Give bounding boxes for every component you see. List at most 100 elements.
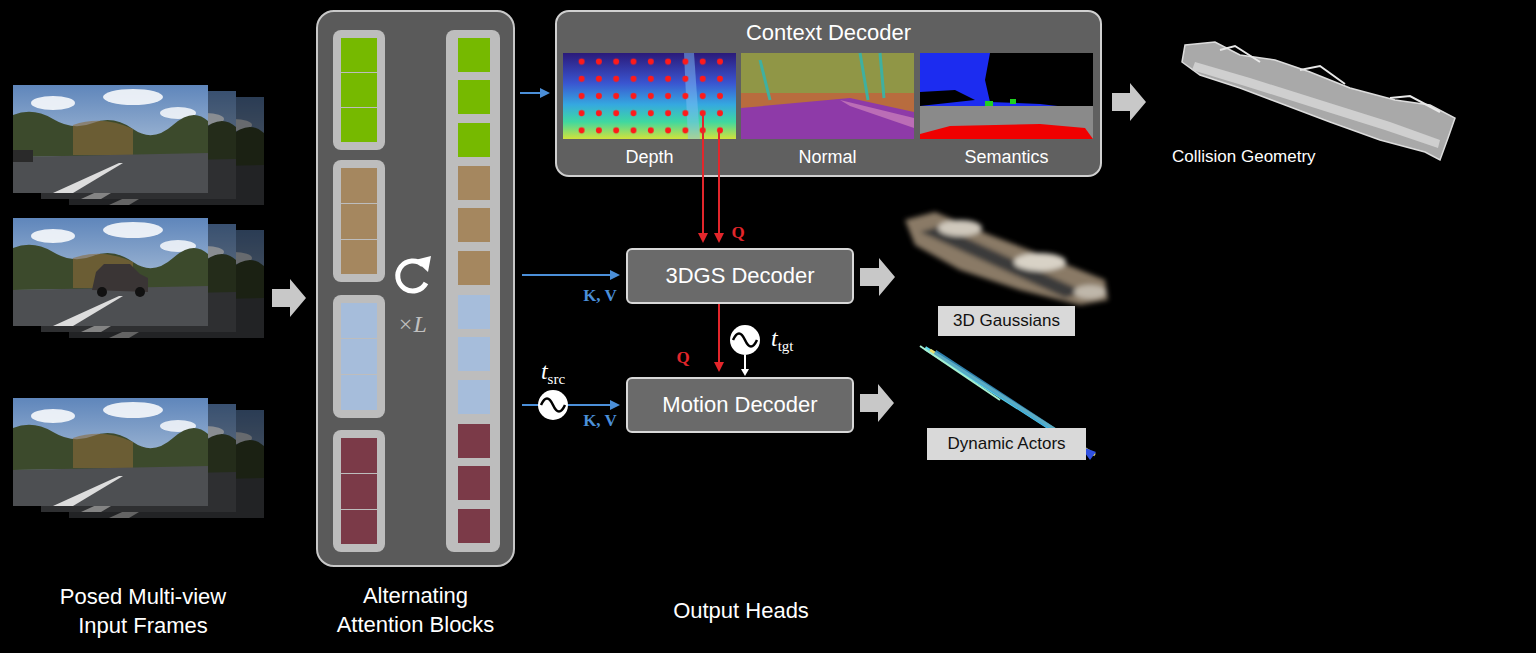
normal-road bbox=[741, 98, 914, 139]
decoder-box: 3DGS Decoder bbox=[626, 248, 854, 304]
token-square bbox=[458, 251, 490, 285]
arrow-line bbox=[718, 139, 720, 234]
token-group bbox=[333, 160, 385, 282]
semantics-object bbox=[1010, 99, 1016, 104]
arrowhead bbox=[698, 233, 708, 243]
time-symbol: tsrc bbox=[541, 358, 565, 388]
gaussian-blob bbox=[1014, 253, 1066, 271]
token-square bbox=[458, 337, 490, 371]
depth-image bbox=[563, 53, 736, 139]
gaussian-scene bbox=[905, 212, 1108, 305]
repeat-count: ×L bbox=[382, 311, 442, 338]
flow-arrow bbox=[522, 270, 620, 280]
token-square bbox=[458, 424, 490, 458]
node-text: Depth bbox=[563, 147, 736, 167]
normal-image bbox=[741, 53, 914, 139]
normal-tree bbox=[760, 53, 884, 100]
arrowhead bbox=[610, 400, 620, 410]
gaussians-output: 3D Gaussians bbox=[898, 205, 1113, 338]
token-square bbox=[341, 510, 377, 544]
flow-arrow bbox=[520, 88, 550, 98]
token-group bbox=[333, 430, 385, 552]
actors-output: Dynamic Actors bbox=[898, 343, 1098, 463]
arrowhead bbox=[714, 362, 724, 372]
arrow-line bbox=[718, 304, 720, 363]
node-text: Normal bbox=[741, 147, 914, 167]
semantics-object bbox=[985, 101, 993, 106]
semantics-ego bbox=[920, 124, 1093, 139]
time-symbol: ttgt bbox=[771, 325, 794, 355]
arrowhead bbox=[610, 270, 620, 280]
token-square bbox=[458, 166, 490, 200]
node-text: Motion Decoder bbox=[662, 392, 817, 418]
token-square bbox=[341, 73, 377, 107]
edge-label: Q bbox=[731, 223, 744, 243]
car-shape bbox=[13, 150, 33, 162]
query-points bbox=[573, 53, 729, 139]
collision-road bbox=[1192, 62, 1440, 148]
query-leader bbox=[702, 114, 704, 140]
token-square bbox=[458, 80, 490, 114]
collision-mesh bbox=[1182, 42, 1455, 160]
token-square bbox=[458, 466, 490, 500]
actor-track bbox=[920, 346, 1000, 400]
leader-line bbox=[744, 355, 746, 370]
flow-arrow bbox=[522, 400, 620, 410]
block-arrow bbox=[860, 384, 894, 422]
token-group bbox=[333, 30, 385, 150]
input-frames: Posed Multi-view Input Frames bbox=[10, 80, 270, 525]
semantics-trees bbox=[920, 90, 975, 106]
token-square bbox=[341, 339, 377, 374]
token-square bbox=[458, 509, 490, 543]
arrow-line bbox=[522, 274, 611, 276]
token-square bbox=[458, 208, 490, 242]
block-arrow-shape bbox=[860, 384, 894, 422]
block-arrow bbox=[860, 258, 895, 296]
arrowhead bbox=[714, 233, 724, 243]
input-photo bbox=[13, 85, 208, 193]
node-text: Posed Multi-view Input Frames bbox=[43, 582, 243, 640]
section-label: Output Heads bbox=[641, 597, 841, 625]
time-embedding-symbol bbox=[730, 325, 760, 355]
arrowhead bbox=[540, 88, 550, 98]
decoder-box: Motion Decoder bbox=[626, 377, 854, 433]
arrow-line bbox=[702, 139, 704, 234]
gaussian-road bbox=[920, 226, 1085, 298]
node-text: Semantics bbox=[920, 147, 1093, 167]
collision-detail bbox=[1220, 46, 1440, 112]
time-embedding-symbol bbox=[538, 390, 568, 420]
semantics-trees bbox=[985, 53, 1093, 110]
gaussian-blob bbox=[1074, 285, 1106, 299]
token-square bbox=[341, 204, 377, 239]
block-arrow-shape bbox=[1112, 83, 1146, 121]
node-text: Dynamic Actors bbox=[927, 428, 1086, 460]
gaussian-blob bbox=[938, 220, 982, 236]
semantics-road bbox=[920, 106, 1093, 139]
node-text: Context Decoder bbox=[557, 20, 1100, 46]
edge-label: K, V bbox=[583, 286, 617, 306]
block-arrow bbox=[1112, 83, 1146, 121]
node-text: 3D Gaussians bbox=[938, 306, 1075, 336]
token-square bbox=[341, 303, 377, 338]
token-strip bbox=[446, 30, 500, 552]
block-arrow-shape bbox=[860, 258, 895, 296]
token-square bbox=[458, 123, 490, 157]
input-photo bbox=[13, 398, 208, 506]
node-text: Collision Geometry bbox=[1172, 147, 1316, 167]
normal-streak bbox=[840, 100, 914, 128]
token-square bbox=[341, 474, 377, 509]
token-square bbox=[341, 168, 377, 203]
token-group bbox=[333, 295, 385, 418]
block-arrow bbox=[272, 279, 306, 317]
collision-output: Collision Geometry bbox=[1150, 35, 1460, 170]
sine-wave bbox=[733, 334, 757, 347]
car-wheel bbox=[135, 287, 145, 297]
node-text: Alternating Attention Blocks bbox=[318, 581, 513, 639]
token-square bbox=[341, 438, 377, 473]
token-square bbox=[341, 375, 377, 410]
car-wheel bbox=[97, 287, 107, 297]
